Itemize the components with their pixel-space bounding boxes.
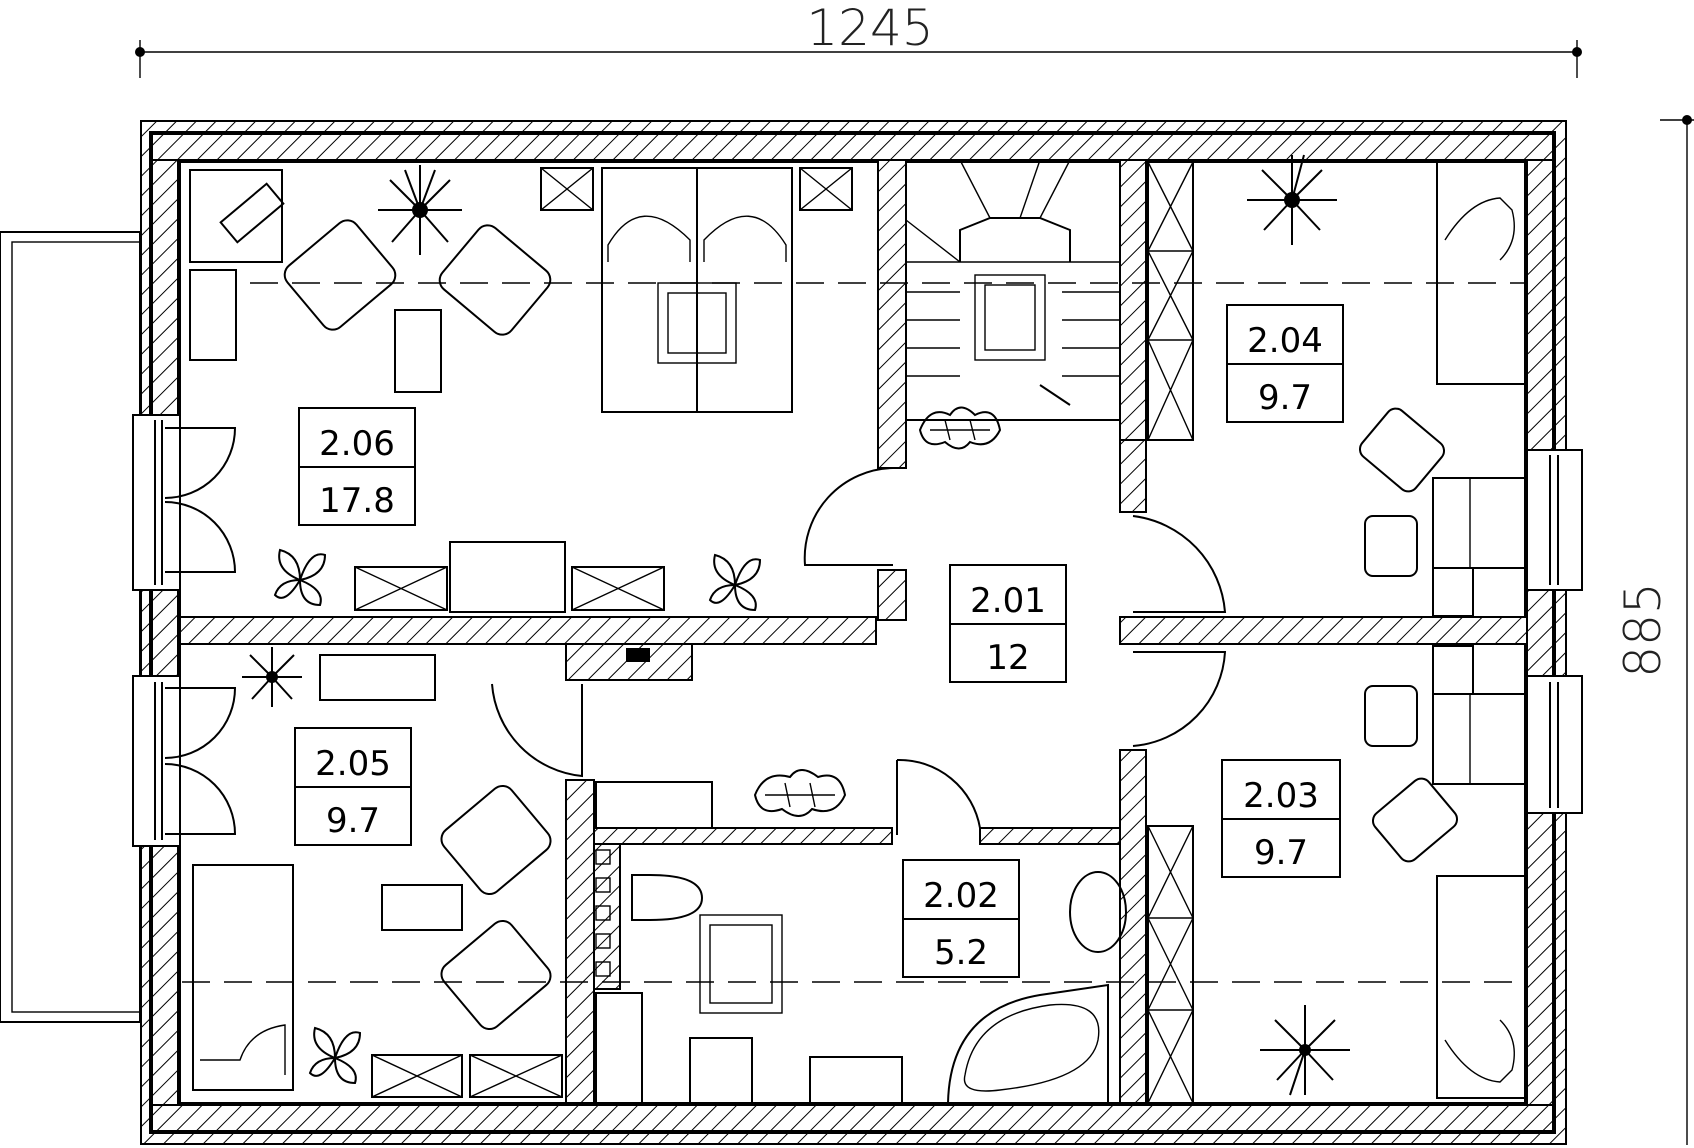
balcony bbox=[0, 231, 141, 1023]
plant-icon bbox=[242, 647, 302, 707]
width-dimension-label: 1245 bbox=[806, 0, 933, 57]
plant-icon bbox=[1260, 1005, 1350, 1096]
room-number: 2.03 bbox=[1243, 776, 1319, 816]
balcony-doors bbox=[164, 427, 237, 835]
plant-icon bbox=[708, 553, 762, 612]
room-label-2-02: 2.02 5.2 bbox=[902, 859, 1020, 978]
room-number: 2.05 bbox=[315, 744, 391, 784]
room-area: 9.7 bbox=[1258, 378, 1312, 418]
plant-icons bbox=[242, 154, 1350, 1096]
room-2-05-furniture bbox=[192, 654, 713, 1098]
room-number: 2.01 bbox=[970, 581, 1046, 621]
room-2-03-furniture bbox=[1147, 645, 1528, 1104]
height-dimension: 885 bbox=[1614, 115, 1694, 1145]
room-number: 2.06 bbox=[319, 424, 395, 464]
plant-icon bbox=[273, 548, 327, 607]
room-area: 9.7 bbox=[1254, 833, 1308, 873]
interior-walls bbox=[179, 159, 1528, 1104]
room-number: 2.04 bbox=[1247, 321, 1323, 361]
room-label-2-03: 2.03 9.7 bbox=[1221, 759, 1341, 878]
plant-icon bbox=[918, 406, 1002, 450]
interior-doors bbox=[491, 467, 1227, 835]
staircase bbox=[905, 159, 1121, 421]
room-2-06-furniture bbox=[189, 167, 853, 613]
plant-icon bbox=[378, 165, 462, 255]
room-number: 2.02 bbox=[923, 876, 999, 916]
plant-icon bbox=[308, 1026, 362, 1085]
room-2-04-furniture bbox=[1119, 161, 1528, 617]
width-dimension: 1245 bbox=[135, 0, 1582, 78]
room-label-2-01: 2.01 12 bbox=[949, 564, 1067, 683]
height-dimension-label: 885 bbox=[1614, 582, 1672, 677]
room-label-2-05: 2.05 9.7 bbox=[294, 727, 412, 846]
room-label-2-04: 2.04 9.7 bbox=[1226, 304, 1344, 423]
room-area: 9.7 bbox=[326, 801, 380, 841]
plant-icon bbox=[1247, 154, 1337, 245]
room-area: 5.2 bbox=[934, 933, 988, 973]
room-label-2-06: 2.06 17.8 bbox=[298, 407, 416, 526]
plant-icon bbox=[753, 769, 847, 817]
room-area: 12 bbox=[986, 638, 1029, 678]
room-area: 17.8 bbox=[319, 481, 395, 521]
room-2-02-fixtures bbox=[595, 849, 1127, 1104]
